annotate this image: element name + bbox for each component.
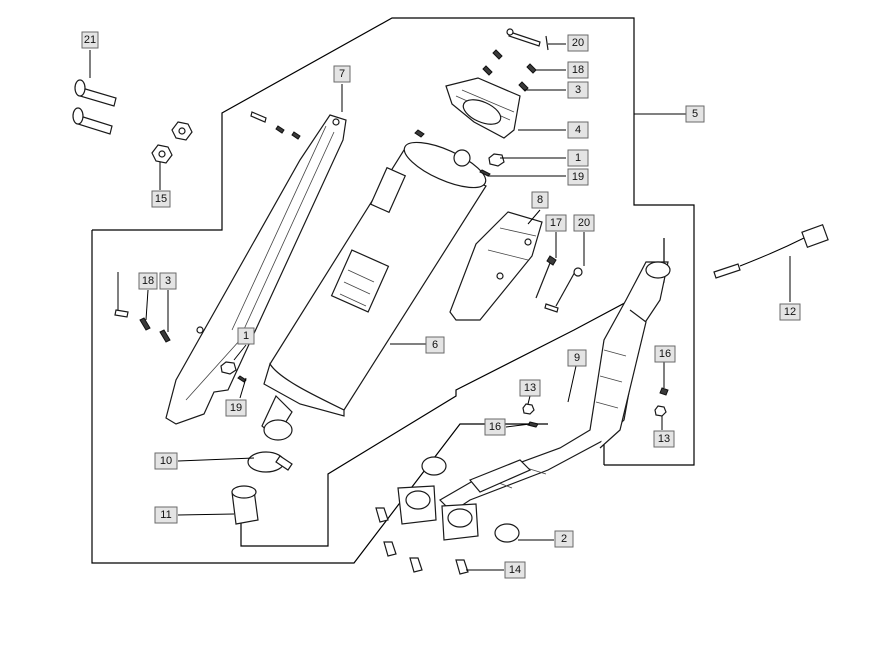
washer-19-left [237, 375, 247, 383]
svg-text:19: 19 [230, 402, 242, 414]
svg-text:3: 3 [165, 275, 171, 287]
svg-text:11: 11 [160, 509, 171, 521]
nut-15-lower [151, 144, 173, 164]
svg-text:20: 20 [572, 37, 584, 49]
pipe-flange-right [441, 503, 479, 541]
svg-text:18: 18 [142, 275, 154, 287]
callout-17: 17 [545, 214, 567, 232]
callout-1-left: 1 [237, 327, 255, 345]
sleeve-11 [231, 485, 259, 525]
callout-4: 4 [567, 121, 589, 139]
nut-1-left [220, 361, 237, 375]
callout-7: 7 [333, 65, 351, 83]
nut-15-upper [171, 121, 193, 141]
svg-text:17: 17 [550, 217, 562, 229]
callout-3-top: 3 [567, 81, 589, 99]
svg-text:16: 16 [659, 348, 671, 360]
screw-upper-left [250, 111, 301, 140]
callout-9: 9 [567, 349, 587, 367]
callout-20-right: 20 [573, 214, 595, 232]
callout-2: 2 [554, 530, 574, 548]
bolt-21-upper [74, 79, 117, 107]
spring-3-left [159, 329, 171, 343]
svg-text:16: 16 [489, 421, 501, 433]
callout-5: 5 [685, 105, 705, 123]
svg-text:7: 7 [339, 68, 345, 80]
svg-text:12: 12 [784, 306, 796, 318]
svg-text:1: 1 [243, 330, 249, 342]
stud-nuts-14 [375, 507, 469, 575]
heat-shield-8 [449, 211, 543, 321]
callout-3-left: 3 [159, 272, 177, 290]
callout-6: 6 [425, 336, 445, 354]
callout-18-top: 18 [567, 61, 589, 79]
svg-text:9: 9 [574, 352, 580, 364]
svg-text:13: 13 [658, 433, 670, 445]
svg-text:20: 20 [578, 217, 590, 229]
callout-15: 15 [151, 190, 171, 208]
muffler-6 [261, 141, 487, 441]
svg-text:10: 10 [160, 455, 172, 467]
callout-10: 10 [154, 452, 178, 470]
svg-text:8: 8 [537, 194, 543, 206]
oxygen-sensor-12 [713, 223, 829, 279]
spring-18-left [139, 317, 151, 331]
svg-text:19: 19 [572, 171, 584, 183]
springs-3-top [414, 81, 529, 138]
svg-text:15: 15 [155, 193, 167, 205]
svg-text:1: 1 [575, 152, 581, 164]
leader-lines [89, 43, 791, 571]
gasket-2-lower [494, 523, 520, 543]
bolt-20-top [506, 28, 549, 51]
nut-13-center [522, 403, 535, 415]
svg-text:14: 14 [509, 564, 521, 576]
callout-8: 8 [531, 191, 549, 209]
pipe-flange-left [397, 485, 437, 525]
callout-14: 14 [504, 561, 526, 579]
callout-11: 11 [154, 506, 178, 524]
muffler-end-cap-4 [445, 77, 521, 139]
svg-text:3: 3 [575, 84, 581, 96]
svg-text:21: 21 [84, 34, 96, 46]
callout-13-right: 13 [653, 430, 675, 448]
callout-20-top: 20 [567, 34, 589, 52]
screw-left [114, 272, 129, 318]
svg-text:18: 18 [572, 64, 584, 76]
spring-17 [535, 255, 557, 299]
callout-12: 12 [779, 303, 801, 321]
washer-16-right [659, 387, 669, 396]
callout-21: 21 [81, 31, 99, 49]
callout-18-left: 18 [138, 272, 158, 290]
callout-19-top: 19 [567, 168, 589, 186]
callout-1-top: 1 [567, 149, 589, 167]
svg-text:5: 5 [692, 108, 698, 120]
callout-19-left: 19 [225, 399, 247, 417]
bolt-21-lower [72, 107, 113, 135]
clamp-10 [247, 451, 293, 473]
nut-13-right [654, 405, 667, 417]
svg-text:2: 2 [561, 533, 567, 545]
svg-text:4: 4 [575, 124, 581, 136]
svg-text:13: 13 [524, 382, 536, 394]
callout-16-right: 16 [654, 345, 676, 363]
svg-text:6: 6 [432, 339, 438, 351]
heat-shield-bracket-7 [165, 114, 347, 425]
nut-1-top [488, 153, 505, 167]
springs-18-top [482, 49, 537, 76]
gasket-2-upper [421, 456, 447, 476]
bolt-20-right [544, 267, 583, 313]
callout-16-center: 16 [484, 418, 506, 436]
callout-13-center: 13 [519, 379, 541, 397]
